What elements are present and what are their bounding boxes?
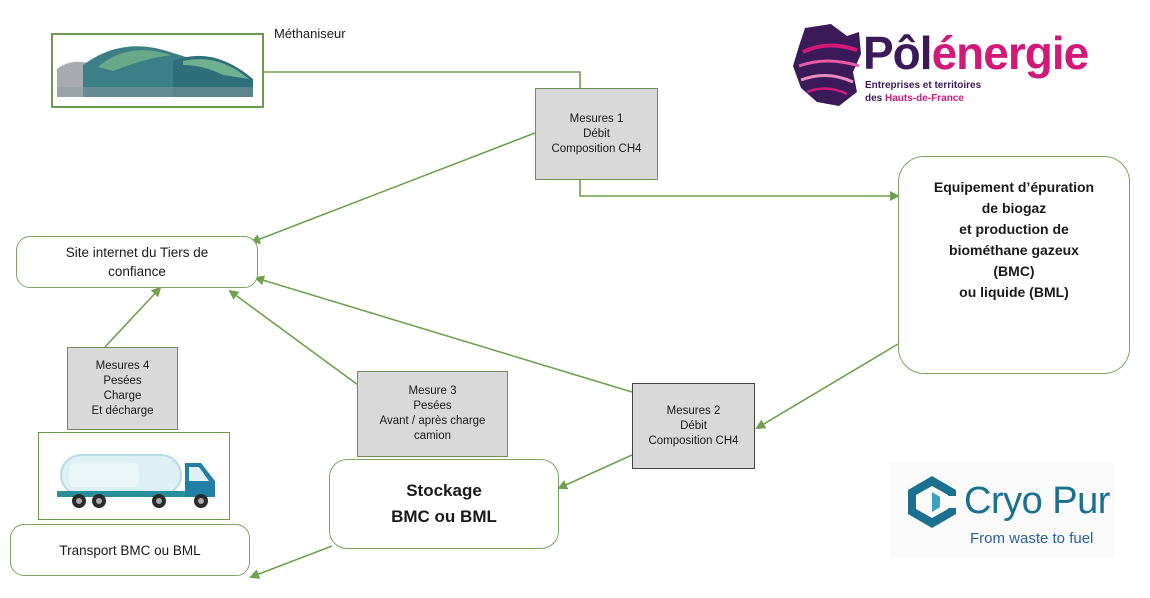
polenergie-logo: Pôlénergie Entreprises et territoires de… <box>787 22 1127 112</box>
stockage-box: Stockage BMC ou BML <box>329 459 559 549</box>
methaniseur-building-icon <box>53 35 262 106</box>
measure3-line: Avant / après charge <box>379 415 486 427</box>
measure4-line: Pesées <box>103 374 142 387</box>
measure3-line: camion <box>413 430 452 442</box>
polenergie-tagline2-prefix: des <box>865 93 886 104</box>
polenergie-tagline1: Entreprises et territoires <box>865 80 982 91</box>
arrow-epuration-to-measure2 <box>755 343 899 430</box>
epuration-line: de biogaz <box>981 200 1047 216</box>
measure3-box: Mesure 3 Pesées Avant / après charge cam… <box>357 371 508 457</box>
epuration-line: et production de <box>959 221 1069 237</box>
arrow-measure2-to-stockage <box>557 454 633 490</box>
polenergie-name-part2: énergie <box>931 27 1090 79</box>
methaniseur-label: Méthaniseur <box>274 26 346 41</box>
measure2-line: Mesures 2 <box>666 404 721 417</box>
arrow-stockage-to-transport <box>249 545 333 579</box>
measure2-line: Débit <box>680 419 707 432</box>
cryopur-hexagon-icon <box>908 476 960 528</box>
arrow-measure2-to-tiers <box>254 275 633 393</box>
arrow-measure1-to-tiers <box>250 132 536 244</box>
measure2-line: Composition CH4 <box>648 434 739 447</box>
measure4-line: Mesures 4 <box>95 359 150 372</box>
measure1-line: Mesures 1 <box>569 112 624 125</box>
cryopur-name: Cryo Pur <box>964 480 1110 522</box>
methaniseur-image <box>51 33 264 108</box>
epuration-line: Equipement d’épuration <box>933 179 1095 195</box>
epuration-line: ou liquide (BML) <box>959 284 1069 300</box>
truck-image <box>38 432 230 520</box>
measure1-box: Mesures 1 Débit Composition CH4 <box>535 88 658 180</box>
epuration-box: Equipement d’épuration de biogaz et prod… <box>898 156 1130 374</box>
arrow-measure1-to-epuration <box>579 180 900 201</box>
line-methaniseur-to-measure1 <box>264 71 581 88</box>
tiers-line: Site internet du Tiers de <box>65 245 209 260</box>
measure1-line: Débit <box>583 127 610 140</box>
cryopur-tagline: From waste to fuel <box>970 530 1094 547</box>
polenergie-name-part1: Pôl <box>863 27 933 79</box>
polenergie-map-icon <box>793 24 861 106</box>
tiers-line: confiance <box>108 264 166 279</box>
stockage-line: BMC ou BML <box>391 507 497 526</box>
measure2-box: Mesures 2 Débit Composition CH4 <box>632 383 755 469</box>
transport-box: Transport BMC ou BML <box>10 524 250 576</box>
polenergie-tagline2-highlight: Hauts-de-France <box>885 93 964 104</box>
measure4-box: Mesures 4 Pesées Charge Et décharge <box>67 347 178 430</box>
measure3-line: Mesure 3 <box>408 385 457 397</box>
tiers-box: Site internet du Tiers de confiance <box>16 236 258 288</box>
measure4-line: Charge <box>103 389 142 402</box>
epuration-line: biométhane gazeux <box>949 242 1079 258</box>
measure1-line: Composition CH4 <box>551 142 642 155</box>
measure4-line: Et décharge <box>91 404 154 417</box>
tanker-truck-icon <box>57 454 215 508</box>
measure3-line: Pesées <box>413 400 452 412</box>
arrow-measure3-to-tiers <box>228 289 359 386</box>
stockage-line: Stockage <box>406 481 482 500</box>
epuration-line: (BMC) <box>993 263 1035 279</box>
cryopur-logo: Cryo Pur From waste to fuel <box>890 462 1115 557</box>
transport-label: Transport BMC ou BML <box>59 542 201 558</box>
arrow-measure4-to-tiers <box>104 286 162 348</box>
